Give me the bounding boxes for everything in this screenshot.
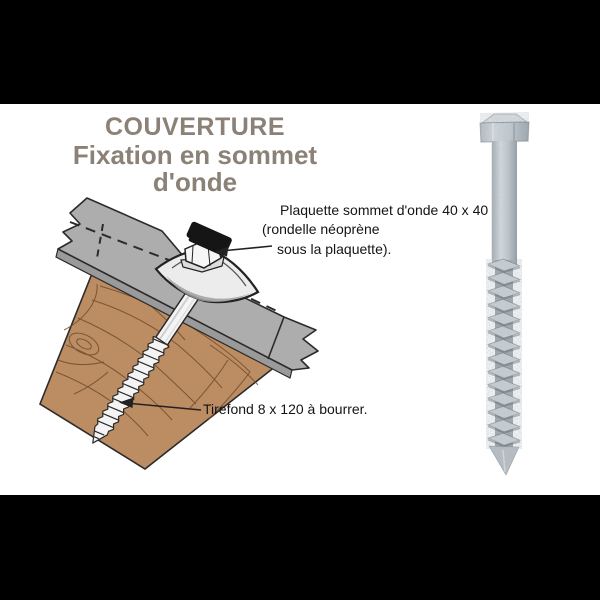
title-line-1: COUVERTURE (104, 113, 285, 141)
plastic-cap (186, 221, 232, 255)
letterbox-top (0, 0, 600, 104)
title-line-2: Fixation en sommet d'onde (72, 140, 318, 198)
fixation-diagram (39, 112, 530, 476)
page-title: COUVERTURE Fixation en sommet d'onde (36, 114, 354, 196)
label-plaquette-line3: sous la plaquette). (277, 241, 392, 257)
galvanized-texture (480, 112, 529, 475)
lag-screw-photo (479, 112, 530, 476)
label-plaquette-line2: (rondelle néoprène (262, 221, 380, 237)
letterbox-bottom (0, 495, 600, 600)
label-tirefond: Tirefond 8 x 120 à bourrer. (203, 401, 368, 417)
label-plaquette-line1: Plaquette sommet d'onde 40 x 40 (280, 202, 489, 218)
sheet-overlap-seam (267, 316, 285, 360)
saddle-plate-assembly (154, 221, 260, 304)
arrowhead-plaquette (214, 246, 229, 257)
wood-grain (55, 279, 259, 437)
arrowhead-tirefond (119, 397, 134, 408)
callout-arrows (119, 245, 273, 411)
content-canvas: COUVERTURE Fixation en sommet d'onde (0, 104, 600, 495)
